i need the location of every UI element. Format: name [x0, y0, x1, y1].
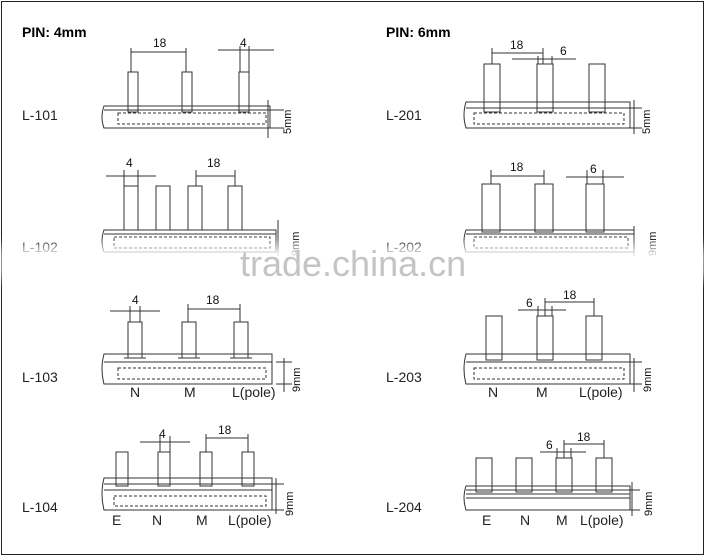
- dim-height-l103: 9mm: [291, 368, 303, 392]
- pole-m-l103: M: [184, 384, 196, 400]
- pole-l-l104: L(pole): [228, 512, 272, 528]
- dim-pitch-l202: 18: [510, 160, 524, 174]
- diagram-l101: L-101 18 4 5mm: [22, 36, 294, 138]
- dim-pin-l102: 4: [126, 156, 133, 170]
- diagram-l202: L-202 18 6 9mm: [386, 160, 659, 256]
- diagram-l201: L-201 18 6 5mm: [386, 38, 653, 134]
- pole-e-l104: E: [112, 512, 121, 528]
- dim-height-l101: 5mm: [282, 110, 294, 134]
- header-pin-6mm: PIN: 6mm: [386, 24, 451, 40]
- dim-pin-l204: 6: [546, 438, 553, 452]
- model-label-l201: L-201: [386, 107, 422, 123]
- pole-n-l104: N: [152, 512, 162, 528]
- pole-e-l204: E: [482, 512, 491, 528]
- model-label-l203: L-203: [386, 369, 422, 385]
- model-label-l104: L-104: [22, 499, 58, 515]
- dim-pin-l104: 4: [159, 427, 166, 441]
- watermark: trade.china.cn: [0, 243, 705, 284]
- diagram-l102: L-102 4 18 9mm: [22, 156, 302, 256]
- dim-height-l204: 9mm: [643, 492, 655, 516]
- pole-l-l203: L(pole): [579, 384, 623, 400]
- dim-pitch-l102: 18: [207, 156, 221, 170]
- dim-pin-l202: 6: [590, 162, 597, 176]
- dim-pitch-l204: 18: [577, 430, 591, 444]
- diagram-l203: L-203 6 18 9mm N M L(pole): [386, 288, 654, 400]
- dim-pin-l101: 4: [240, 36, 247, 50]
- pole-m-l203: M: [536, 384, 548, 400]
- pole-n-l204: N: [520, 512, 530, 528]
- pole-m-l104: M: [196, 512, 208, 528]
- dim-pitch-l203: 18: [563, 288, 577, 302]
- dim-pitch-l201: 18: [510, 38, 524, 52]
- dim-pitch-l103: 18: [206, 293, 220, 307]
- pole-l-l103: L(pole): [232, 384, 276, 400]
- dim-pitch-l101: 18: [153, 36, 167, 50]
- pole-l-l204: L(pole): [580, 512, 624, 528]
- diagram-l103: L-103 4 18 9mm N M L(pole): [22, 293, 303, 400]
- diagram-l204: L-204 6 18 9mm E N M L(pole): [386, 430, 655, 528]
- pole-n-l203: N: [488, 384, 498, 400]
- model-label-l103: L-103: [22, 369, 58, 385]
- dim-pin-l103: 4: [132, 293, 139, 307]
- pole-n-l103: N: [130, 384, 140, 400]
- dim-height-l203: 9mm: [642, 368, 654, 392]
- dim-pin-l201: 6: [560, 44, 567, 58]
- watermark-text: trade.china.cn: [240, 243, 466, 284]
- pole-m-l204: M: [556, 512, 568, 528]
- diagram-l104: L-104 4 18 9mm E N M L(pole): [22, 423, 296, 528]
- dim-pin-l203: 6: [526, 296, 533, 310]
- dim-height-l104: 9mm: [284, 492, 296, 516]
- model-label-l204: L-204: [386, 499, 422, 515]
- dim-height-l201: 5mm: [641, 110, 653, 134]
- model-label-l101: L-101: [22, 107, 58, 123]
- dim-pitch-l104: 18: [218, 423, 232, 437]
- header-pin-4mm: PIN: 4mm: [22, 24, 87, 40]
